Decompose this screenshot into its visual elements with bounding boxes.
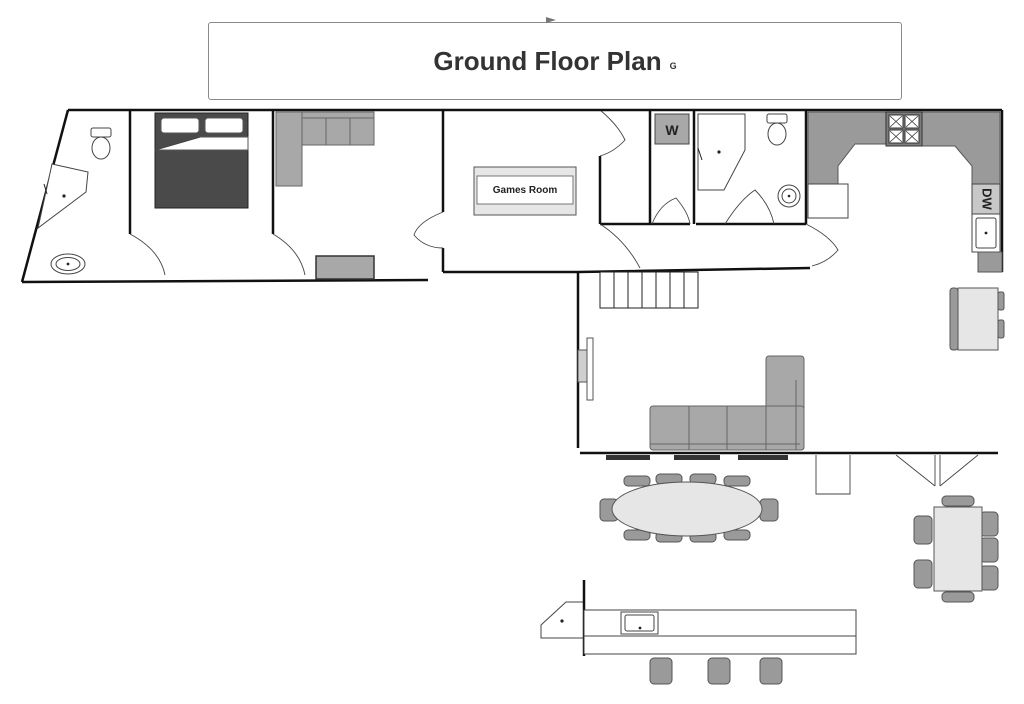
corner-sofa-icon bbox=[275, 111, 375, 187]
dining-chair-icon bbox=[623, 529, 651, 541]
kitchen: DW bbox=[806, 108, 1005, 351]
kitchen-worktop-right bbox=[921, 111, 1001, 185]
fridge-icon bbox=[807, 183, 849, 219]
basin-icon bbox=[777, 184, 801, 208]
staircase-icon bbox=[599, 271, 699, 309]
washer-label: W bbox=[665, 122, 679, 138]
bar-stool-icon bbox=[649, 657, 673, 685]
bar-stool-icon bbox=[759, 657, 783, 685]
games-room: Games Room bbox=[413, 108, 811, 274]
dining-chair-icon bbox=[979, 537, 999, 563]
north-arrow-icon bbox=[546, 17, 556, 23]
wc-door-swing bbox=[724, 189, 775, 225]
dining-table bbox=[599, 473, 779, 543]
basin-icon bbox=[50, 253, 86, 275]
kitchen-worktop-left bbox=[807, 111, 887, 185]
breakfast-table-icon bbox=[949, 287, 1005, 351]
kitchen-sink-icon bbox=[971, 213, 1001, 253]
bath-door-swing bbox=[129, 233, 166, 276]
shower-icon bbox=[37, 163, 89, 230]
central-corridor-wall bbox=[443, 266, 811, 274]
dishwasher-icon: DW bbox=[971, 183, 1001, 215]
plan-title: Ground Floor Plan bbox=[433, 45, 662, 76]
window-icon bbox=[606, 455, 650, 460]
kitchen-worktop-end bbox=[977, 251, 1003, 273]
double-bed-icon bbox=[154, 112, 249, 209]
dining-chair-icon bbox=[723, 529, 751, 541]
corner-sofa-icon bbox=[649, 355, 805, 451]
corridor-door-swing bbox=[599, 223, 641, 269]
left-wing bbox=[20, 108, 443, 284]
dining-chair-icon bbox=[941, 495, 975, 507]
hob-icon bbox=[885, 111, 923, 147]
kitchen-island bbox=[540, 580, 857, 685]
dining-chair-icon bbox=[979, 565, 999, 591]
plan-subtitle: G bbox=[669, 61, 677, 71]
dining-chair-icon bbox=[913, 559, 933, 589]
bar-stool-icon bbox=[707, 657, 731, 685]
dining-chair-icon bbox=[913, 515, 933, 545]
utility-and-wc: W bbox=[598, 108, 839, 269]
washer-icon: W bbox=[654, 113, 690, 145]
kitchen-door-swing bbox=[805, 223, 839, 267]
games-room-label: Games Room bbox=[493, 185, 558, 196]
rect-table-icon bbox=[933, 506, 983, 592]
cupboard-icon bbox=[815, 455, 851, 495]
window-icon bbox=[674, 455, 720, 460]
games-room-right-door-swing bbox=[599, 109, 626, 157]
window-icon bbox=[738, 455, 788, 460]
island-sink-icon bbox=[620, 611, 659, 635]
pool-table-icon: Games Room bbox=[473, 166, 577, 216]
living-area bbox=[576, 271, 998, 495]
games-room-door-swing bbox=[413, 211, 444, 249]
dining-chair-icon bbox=[623, 475, 651, 487]
dining-chair-icon bbox=[979, 511, 999, 537]
shower-icon bbox=[697, 113, 746, 191]
title-banner: Ground Floor Plan G bbox=[208, 22, 902, 100]
dining-chair-icon bbox=[759, 498, 779, 522]
toilet-icon bbox=[90, 127, 112, 160]
oval-table-icon bbox=[611, 481, 763, 537]
utility-door-swing bbox=[651, 197, 691, 225]
television-icon bbox=[577, 337, 594, 401]
bedroom-door-swing bbox=[272, 233, 306, 276]
dining-chair-icon bbox=[723, 475, 751, 487]
kitchen-table bbox=[913, 495, 999, 603]
tv-unit-icon bbox=[315, 255, 375, 280]
dishwasher-label: DW bbox=[980, 188, 995, 210]
dining-chair-icon bbox=[941, 591, 975, 603]
island-overhang bbox=[583, 635, 857, 655]
left-wing-bottom-wall bbox=[21, 278, 429, 284]
patio-door-swing bbox=[895, 454, 979, 487]
toilet-icon bbox=[766, 113, 788, 146]
